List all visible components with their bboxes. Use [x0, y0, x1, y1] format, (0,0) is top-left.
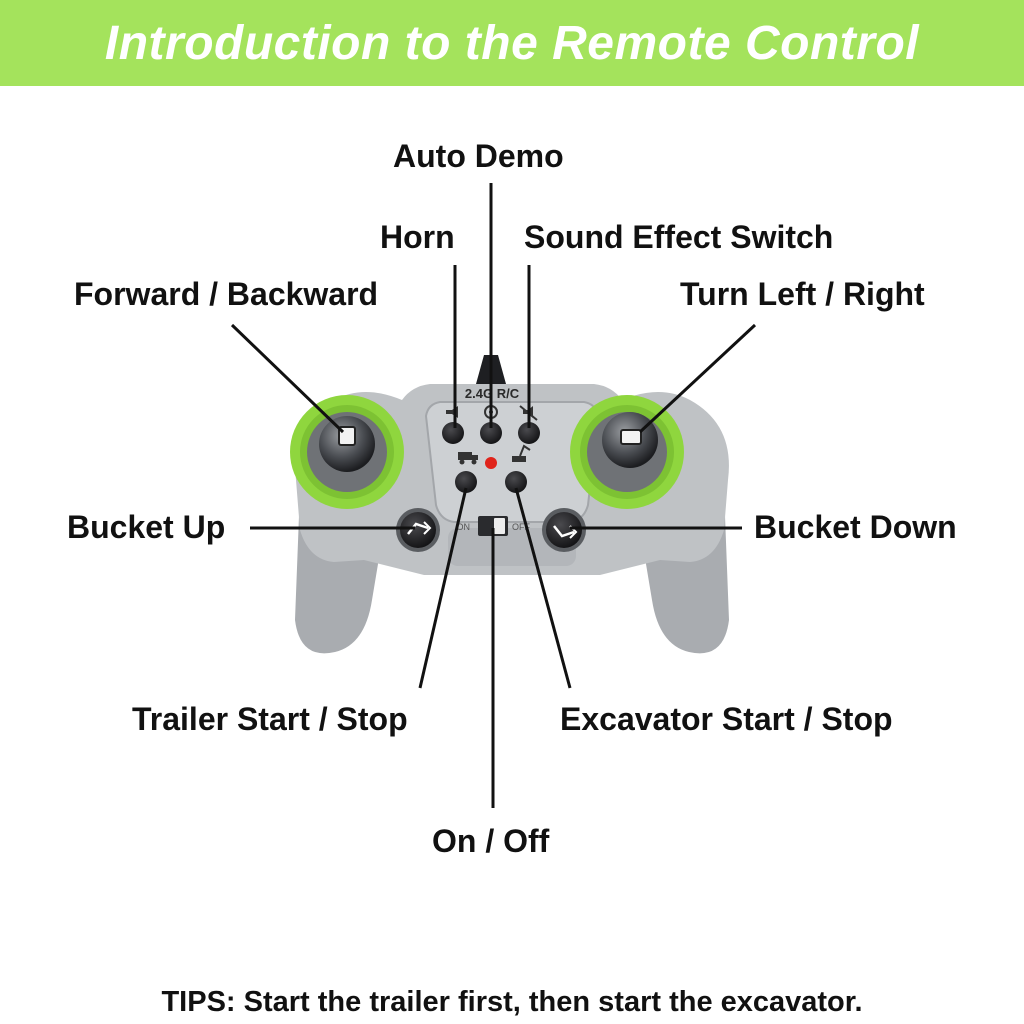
sound-effect-button[interactable] [518, 422, 540, 444]
bucket-up-button[interactable] [396, 508, 440, 552]
horn-button[interactable] [442, 422, 464, 444]
callout-turn-left-right [638, 323, 757, 434]
label-auto-demo: Auto Demo [393, 138, 564, 174]
label-turn-left-right: Turn Left / Right [680, 276, 925, 312]
right-joystick[interactable] [570, 395, 684, 509]
power-switch[interactable] [478, 516, 508, 536]
callout-lines [230, 183, 757, 808]
tips-text: TIPS: Start the trailer first, then star… [161, 986, 863, 1018]
label-bucket-up: Bucket Up [67, 509, 226, 545]
label-trailer-start-stop: Trailer Start / Stop [132, 701, 408, 737]
switch-labels: ON OFF [457, 522, 531, 532]
label-bucket-down: Bucket Down [754, 509, 957, 545]
auto-demo-button[interactable] [480, 422, 502, 444]
excavator-icon [512, 444, 531, 462]
bucket-down-button[interactable] [542, 508, 586, 552]
label-sound-effect-switch: Sound Effect Switch [524, 219, 834, 255]
left-joystick[interactable] [290, 395, 404, 509]
callout-excavator [514, 487, 572, 689]
label-excavator-start-stop: Excavator Start / Stop [560, 701, 893, 737]
title-banner: Introduction to the Remote Control [0, 0, 1024, 86]
callout-trailer [418, 487, 468, 689]
trailer-start-stop-button[interactable] [455, 471, 477, 493]
label-forward-backward: Forward / Backward [74, 276, 379, 312]
indicator-led [485, 457, 497, 469]
svg-text:ON: ON [457, 522, 471, 532]
bucket-up-icon [407, 521, 432, 535]
label-on-off: On / Off [432, 823, 550, 859]
page-title: Introduction to the Remote Control [104, 16, 920, 70]
label-horn: Horn [380, 219, 455, 255]
svg-text:OFF: OFF [512, 522, 530, 532]
callout-forward-backward [230, 323, 345, 434]
excavator-start-stop-button[interactable] [505, 471, 527, 493]
trailer-icon [458, 452, 478, 465]
